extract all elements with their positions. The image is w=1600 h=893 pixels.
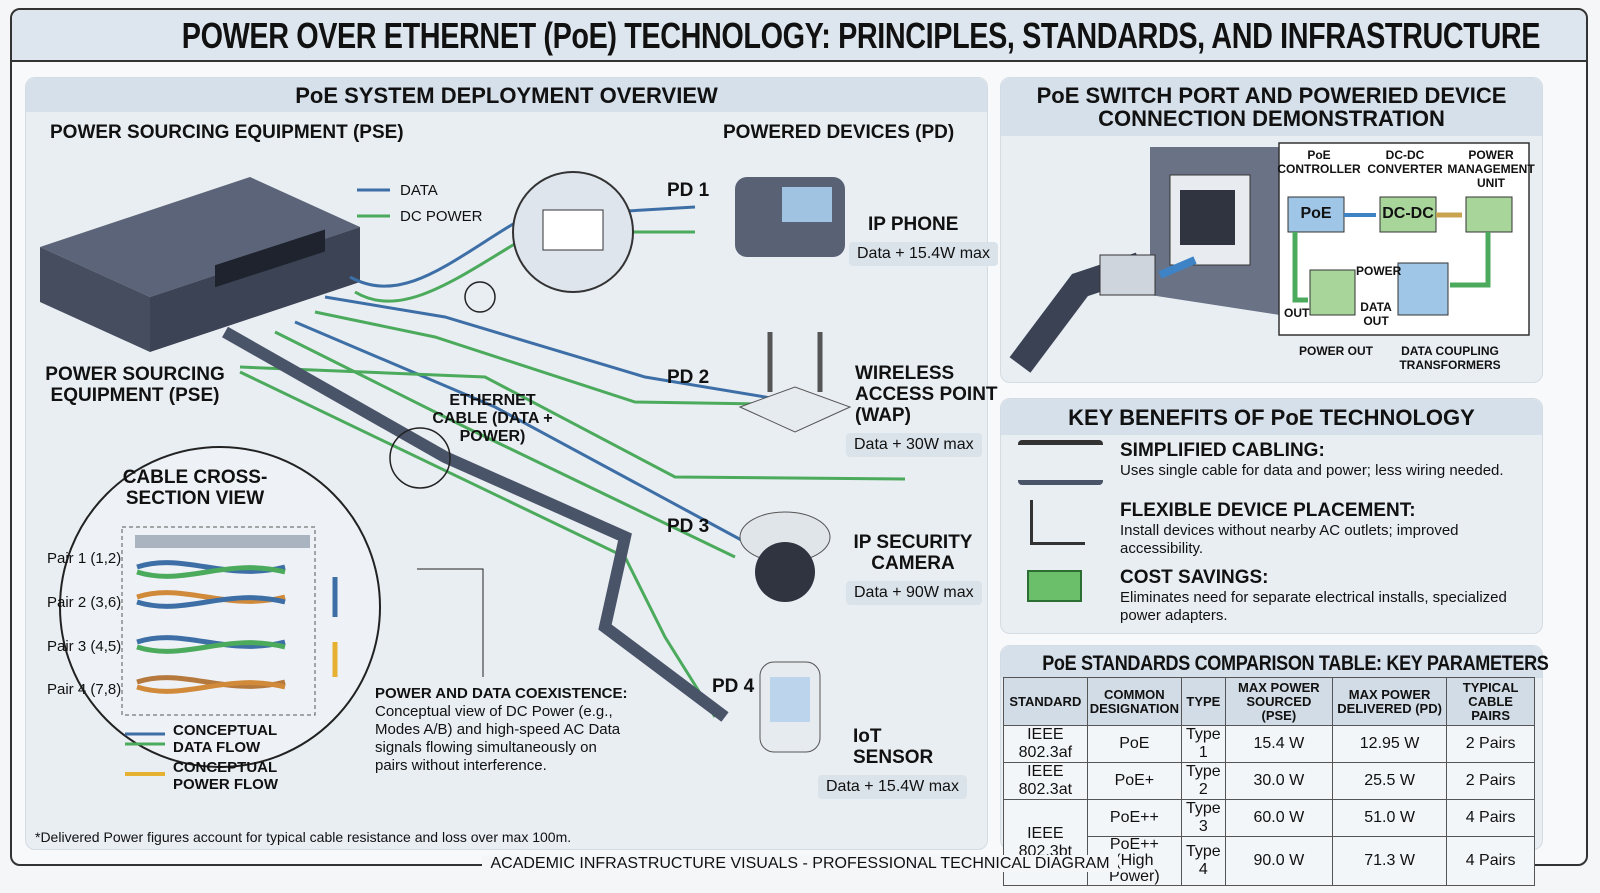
col-designation: COMMON DESIGNATION bbox=[1086, 677, 1183, 726]
cell: 60.0 W bbox=[1224, 799, 1333, 837]
deployment-diagram bbox=[40, 171, 906, 776]
benefit-3-title: COST SAVINGS: bbox=[1120, 567, 1269, 588]
benefit-1-text: Uses single cable for data and power; le… bbox=[1120, 462, 1504, 479]
cell: Type 2 bbox=[1181, 762, 1226, 800]
pd1-label: PD 1 bbox=[667, 180, 710, 201]
poe-box-label: PoE bbox=[1300, 205, 1332, 222]
demo-heading: PoE SWITCH PORT AND POWERIED DEVICE CONN… bbox=[1001, 78, 1542, 136]
pse-heading: POWER SOURCING EQUIPMENT (PSE) bbox=[50, 122, 404, 143]
cell: 71.3 W bbox=[1331, 836, 1448, 886]
money-savings-icon bbox=[1027, 570, 1082, 602]
data-out-label: DATA OUT bbox=[1360, 300, 1392, 328]
table-heading-bar: PoE STANDARDS COMPARISON TABLE: KEY PARA… bbox=[1001, 646, 1549, 678]
cell: PoE++ bbox=[1086, 799, 1183, 837]
cell: 2 Pairs bbox=[1446, 762, 1535, 800]
power-label: POWER bbox=[1356, 264, 1402, 278]
footnote: *Delivered Power figures account for typ… bbox=[35, 829, 572, 845]
cell: 4 Pairs bbox=[1446, 836, 1535, 886]
benefit-2-title: FLEXIBLE DEVICE PLACEMENT: bbox=[1120, 500, 1416, 521]
cell: 4 Pairs bbox=[1446, 799, 1535, 837]
switch-icon bbox=[40, 177, 360, 352]
cell: 25.5 W bbox=[1331, 762, 1448, 800]
legend-data: DATA bbox=[400, 182, 438, 199]
pd2-name: WIRELESS ACCESS POINT (WAP) bbox=[855, 363, 998, 426]
coexistence-text: Conceptual view of DC Power (e.g., Modes… bbox=[375, 703, 621, 774]
cell: IEEE 802.3af bbox=[1003, 725, 1088, 763]
cabling-icon bbox=[1018, 440, 1103, 485]
benefits-heading: KEY BENEFITS OF PoE TECHNOLOGY bbox=[1001, 399, 1542, 435]
cell: 51.0 W bbox=[1331, 799, 1448, 837]
benefit-3-text: Eliminates need for separate electrical … bbox=[1120, 589, 1507, 624]
out-label: OUT bbox=[1284, 306, 1310, 320]
dcdc-box-label: DC-DC bbox=[1382, 205, 1434, 222]
cell: Type 4 bbox=[1181, 836, 1226, 886]
col-standard: STANDARD bbox=[1003, 677, 1088, 726]
data-flow-label: CONCEPTUAL DATA FLOW bbox=[173, 722, 277, 756]
power-out-label: POWER OUT bbox=[1299, 344, 1373, 358]
pd4-label: PD 4 bbox=[712, 676, 755, 697]
power-flow-label: CONCEPTUAL POWER FLOW bbox=[173, 759, 278, 793]
benefit-1-title: SIMPLIFIED CABLING: bbox=[1120, 440, 1325, 461]
benefits-panel: KEY BENEFITS OF PoE TECHNOLOGY bbox=[1000, 398, 1543, 634]
pd4-name: IoT SENSOR bbox=[853, 726, 934, 768]
ip-phone-icon bbox=[735, 177, 845, 257]
pse-label: POWER SOURCING EQUIPMENT (PSE) bbox=[45, 364, 225, 406]
demo-diagram bbox=[1009, 142, 1530, 373]
pmu-label: POWER MANAGEMENT UNIT bbox=[1447, 148, 1535, 190]
dcdc-converter-label: DC-DC CONVERTER bbox=[1367, 148, 1443, 176]
pd3-spec: Data + 90W max bbox=[846, 581, 982, 605]
pair-3-label: Pair 3 (4,5) bbox=[47, 638, 122, 655]
pd2-spec: Data + 30W max bbox=[846, 433, 982, 457]
pair-1-label: Pair 1 (1,2) bbox=[47, 550, 122, 567]
title-bar: POWER OVER ETHERNET (PoE) TECHNOLOGY: PR… bbox=[12, 10, 1586, 62]
cell: 12.95 W bbox=[1331, 725, 1448, 763]
col-type: TYPE bbox=[1181, 677, 1226, 726]
cell: 30.0 W bbox=[1224, 762, 1333, 800]
footer-text: ACADEMIC INFRASTRUCTURE VISUALS - PROFES… bbox=[482, 855, 1118, 872]
poe-controller-label: PoE CONTROLLER bbox=[1277, 148, 1361, 176]
cell: PoE++ (High Power) bbox=[1086, 836, 1183, 886]
benefit-2-text: Install devices without nearby AC outlet… bbox=[1120, 522, 1459, 557]
camera-icon bbox=[739, 511, 831, 602]
cable-label: ETHERNET CABLE (DATA + POWER) bbox=[432, 392, 553, 445]
pd-heading: POWERED DEVICES (PD) bbox=[723, 122, 955, 143]
col-power-delivered: MAX POWER DELIVERED (PD) bbox=[1331, 677, 1448, 726]
pd1-name: IP PHONE bbox=[868, 214, 959, 235]
footer: ACADEMIC INFRASTRUCTURE VISUALS - PROFES… bbox=[0, 855, 1600, 873]
cell: 15.4 W bbox=[1224, 725, 1333, 763]
pd2-label: PD 2 bbox=[667, 367, 710, 388]
pd4-spec: Data + 15.4W max bbox=[818, 775, 967, 799]
col-power-sourced: MAX POWER SOURCED (PSE) bbox=[1224, 677, 1333, 726]
pd3-name: IP SECURITY CAMERA bbox=[853, 532, 973, 574]
cell: 2 Pairs bbox=[1446, 725, 1535, 763]
camera-placement-icon bbox=[1030, 500, 1085, 545]
legend-power: DC POWER bbox=[400, 208, 483, 225]
cell: IEEE 802.3at bbox=[1003, 762, 1088, 800]
col-cable-pairs: TYPICAL CABLE PAIRS bbox=[1446, 677, 1535, 726]
iot-sensor-icon bbox=[759, 661, 821, 753]
pair-2-label: Pair 2 (3,6) bbox=[47, 594, 122, 611]
deployment-heading: PoE SYSTEM DEPLOYMENT OVERVIEW bbox=[26, 78, 987, 112]
pd1-spec: Data + 15.4W max bbox=[849, 242, 998, 266]
cell: 90.0 W bbox=[1224, 836, 1333, 886]
table-header-row: STANDARD COMMON DESIGNATION TYPE MAX POW… bbox=[1003, 677, 1535, 726]
standards-table: STANDARD COMMON DESIGNATION TYPE MAX POW… bbox=[1003, 677, 1535, 886]
cell: PoE bbox=[1086, 725, 1183, 763]
coexistence-title: POWER AND DATA COEXISTENCE: bbox=[375, 685, 628, 702]
cell: Type 3 bbox=[1181, 799, 1226, 837]
access-point-icon bbox=[738, 332, 852, 433]
cell: PoE+ bbox=[1086, 762, 1183, 800]
cross-section-title: CABLE CROSS-SECTION VIEW bbox=[122, 467, 268, 509]
page-title: POWER OVER ETHERNET (PoE) TECHNOLOGY: PR… bbox=[181, 15, 1541, 56]
pair-4-label: Pair 4 (7,8) bbox=[47, 681, 122, 698]
cell: Type 1 bbox=[1181, 725, 1226, 763]
transformers-label: DATA COUPLING TRANSFORMERS bbox=[1399, 344, 1501, 372]
pd3-label: PD 3 bbox=[667, 516, 710, 537]
table-heading: PoE STANDARDS COMPARISON TABLE: KEY PARA… bbox=[1042, 652, 1549, 675]
